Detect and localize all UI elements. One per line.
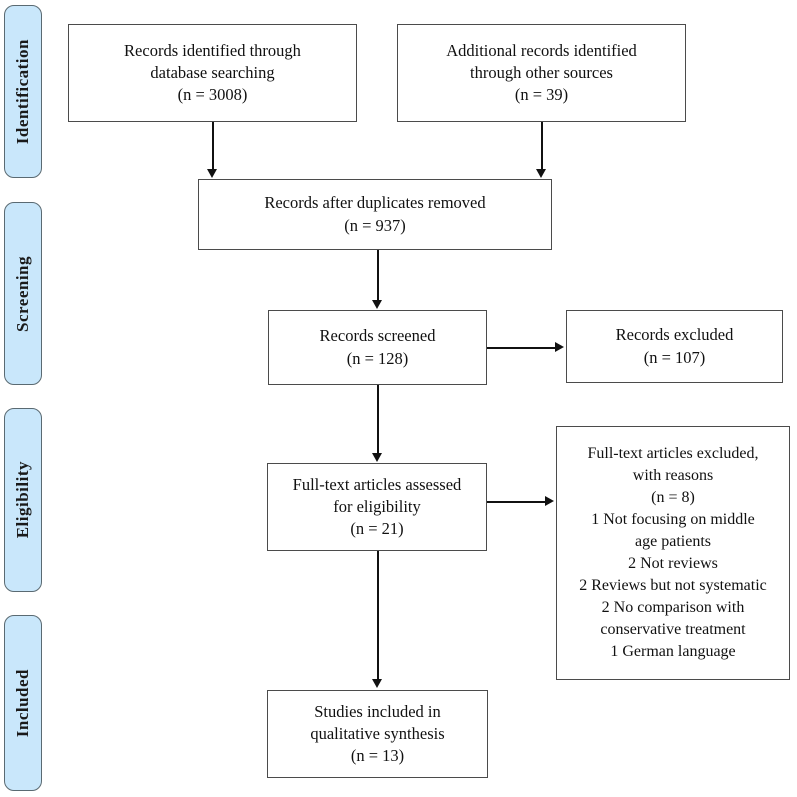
box-records-identified-database: Records identified through database sear…: [68, 24, 357, 122]
box-line: 2 Not reviews: [628, 555, 718, 572]
arrow-fulltext-to-excluded-reasons-icon: [545, 496, 554, 506]
stage-tab-identification[interactable]: Identification: [4, 5, 42, 178]
arrow-database-to-duplicates-icon: [207, 169, 217, 178]
box-records-screened: Records screened (n = 128): [268, 310, 487, 385]
arrow-other-sources-to-duplicates-icon: [536, 169, 546, 178]
connector-database-to-duplicates: [212, 122, 214, 170]
stage-tab-included-label: Included: [13, 668, 32, 738]
arrow-screened-to-excluded-icon: [555, 342, 564, 352]
box-line: (n = 107): [643, 347, 706, 367]
box-line: (n = 39): [514, 85, 569, 105]
box-line: Records excluded: [615, 325, 734, 345]
stage-tab-included[interactable]: Included: [4, 615, 42, 791]
connector-duplicates-to-screened: [377, 250, 379, 301]
box-line: age patients: [635, 532, 711, 550]
box-line: qualitative synthesis: [310, 723, 445, 743]
box-line: Records identified through: [124, 40, 301, 60]
connector-fulltext-to-excluded-reasons: [487, 501, 546, 503]
arrow-duplicates-to-screened-icon: [372, 300, 382, 309]
box-line: Full-text articles assessed: [292, 474, 462, 494]
box-line: Studies included in: [314, 701, 441, 721]
arrow-fulltext-to-included-icon: [372, 679, 382, 688]
box-studies-included-qualitative-synthesis: Studies included in qualitative synthesi…: [267, 690, 488, 778]
stage-tab-eligibility-label: Eligibility: [13, 461, 32, 539]
stage-tab-identification-label: Identification: [13, 38, 32, 145]
box-line: 2 Reviews but not systematic: [579, 577, 767, 595]
box-line: Full-text articles excluded,: [587, 444, 759, 462]
box-line: (n = 8): [651, 488, 695, 506]
box-records-excluded: Records excluded (n = 107): [566, 310, 783, 383]
box-fulltext-articles-assessed: Full-text articles assessed for eligibil…: [267, 463, 487, 551]
box-line: 2 No comparison with: [601, 599, 745, 617]
arrow-screened-to-fulltext-icon: [372, 453, 382, 462]
box-line: database searching: [150, 62, 275, 82]
stage-tab-screening-label: Screening: [13, 255, 32, 332]
connector-fulltext-to-included: [377, 551, 379, 680]
box-line: Records screened: [319, 326, 436, 346]
connector-screened-to-excluded: [487, 347, 556, 349]
box-line: 1 Not focusing on middle: [591, 510, 755, 528]
box-records-after-duplicates-removed: Records after duplicates removed (n = 93…: [198, 179, 552, 250]
connector-screened-to-fulltext: [377, 385, 379, 454]
box-line: Additional records identified: [446, 40, 637, 60]
box-line: for eligibility: [333, 496, 421, 516]
box-line: (n = 13): [350, 746, 405, 766]
box-line: Records after duplicates removed: [264, 193, 486, 213]
box-line: (n = 21): [350, 519, 404, 539]
box-line: with reasons: [632, 466, 714, 484]
box-line: conservative treatment: [600, 621, 746, 639]
stage-tab-screening[interactable]: Screening: [4, 202, 42, 385]
box-line: 1 German language: [610, 643, 736, 661]
stage-tab-eligibility[interactable]: Eligibility: [4, 408, 42, 592]
box-line: (n = 3008): [177, 85, 248, 105]
box-additional-records-other-sources: Additional records identified through ot…: [397, 24, 686, 122]
box-fulltext-articles-excluded-with-reasons: Full-text articles excluded, with reason…: [556, 426, 790, 680]
box-line: (n = 128): [346, 348, 409, 368]
box-line: through other sources: [470, 62, 613, 82]
connector-other-sources-to-duplicates: [541, 122, 543, 170]
box-line: (n = 937): [344, 215, 406, 235]
